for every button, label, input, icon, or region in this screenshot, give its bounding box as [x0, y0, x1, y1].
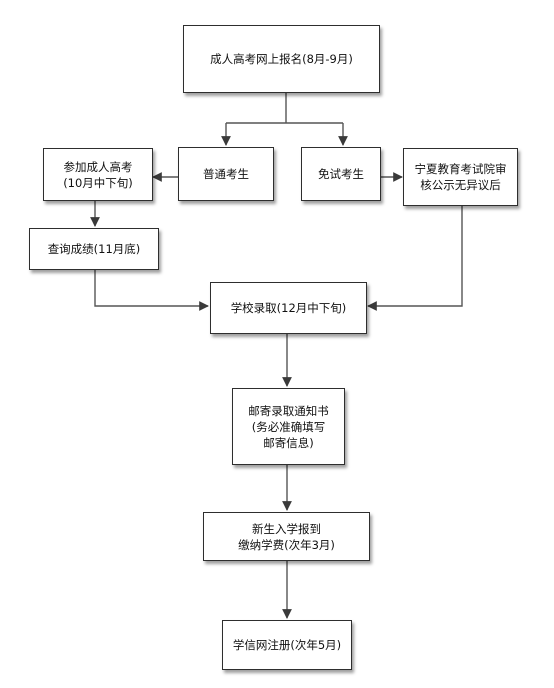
node-regular-candidate: 普通考生: [178, 147, 274, 201]
node-text-line: 缴纳学费(次年3月): [238, 537, 335, 552]
node-text-line: (10月中下旬): [63, 175, 133, 190]
node-online-registration: 成人高考网上报名(8月-9月): [183, 25, 380, 93]
connector-scores-to-admission: [94, 269, 209, 311]
node-text-line: 核公示无异议后: [420, 178, 501, 192]
node-text-line: 学校录取(12月中下旬): [230, 301, 347, 315]
node-text-line: 查询成绩(11月底): [47, 242, 141, 256]
node-text-line: 普通考生: [203, 167, 249, 181]
node-take-exam: 参加成人高考(10月中下旬): [43, 148, 153, 201]
node-text-line: 学信网注册(次年5月): [232, 638, 342, 652]
node-mail-notice: 邮寄录取通知书(务必准确填写邮寄信息): [232, 388, 345, 465]
node-chsi-registration: 学信网注册(次年5月): [222, 620, 352, 670]
node-text-line: 新生入学报到: [252, 521, 321, 536]
node-text-line: (务必准确填写: [251, 419, 326, 434]
node-text-line: 参加成人高考: [63, 159, 133, 174]
node-exempt-candidate: 免试考生: [301, 147, 381, 201]
node-text-line: 宁夏教育考试院审: [414, 162, 507, 176]
node-text-line: 邮寄录取通知书: [248, 403, 329, 418]
node-enrollment: 新生入学报到缴纳学费(次年3月): [203, 512, 370, 561]
node-text-line: 免试考生: [318, 167, 364, 181]
node-check-scores: 查询成绩(11月底): [29, 228, 159, 270]
node-school-admission: 学校录取(12月中下旬): [210, 282, 367, 334]
node-ningxia-review: 宁夏教育考试院审核公示无异议后: [403, 148, 518, 206]
node-text-line: 成人高考网上报名(8月-9月): [210, 52, 353, 66]
connector-review-to-admission: [367, 206, 463, 311]
node-text-line: 邮寄信息): [263, 435, 314, 450]
